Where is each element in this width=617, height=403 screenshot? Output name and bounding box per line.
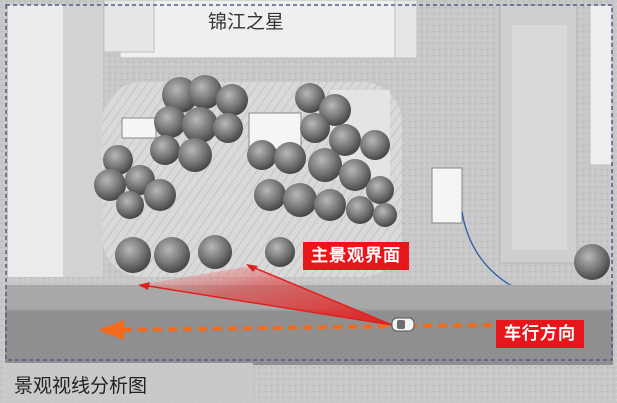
main-view-label: 主景观界面 bbox=[303, 242, 409, 270]
caption-bar bbox=[5, 363, 253, 401]
top-building bbox=[119, 0, 406, 59]
right-building-inner bbox=[512, 25, 567, 250]
building-name-label: 锦江之星 bbox=[208, 11, 285, 33]
travel-arrowhead bbox=[98, 320, 124, 340]
sightline-upper bbox=[249, 265, 393, 326]
sightline-cone bbox=[140, 266, 392, 325]
sightline-arrowhead-upper bbox=[246, 264, 258, 272]
building-edge-left bbox=[103, 0, 155, 53]
car-icon bbox=[391, 317, 415, 332]
pavilion-left bbox=[121, 117, 157, 139]
map-frame bbox=[5, 4, 613, 361]
left-parcel bbox=[8, 5, 63, 277]
left-parcel-strip bbox=[63, 5, 103, 277]
direction-label: 车行方向 bbox=[496, 320, 584, 348]
building-edge-right bbox=[394, 0, 418, 59]
tree-cluster bbox=[94, 75, 610, 280]
right-edge-building bbox=[589, 4, 613, 166]
travel-direction-line bbox=[119, 323, 493, 332]
pavilion-right bbox=[431, 167, 463, 224]
caption-text: 景观视线分析图 bbox=[14, 375, 148, 397]
sightline-arrowhead-lower bbox=[138, 282, 150, 290]
sightline-lower bbox=[141, 284, 393, 326]
